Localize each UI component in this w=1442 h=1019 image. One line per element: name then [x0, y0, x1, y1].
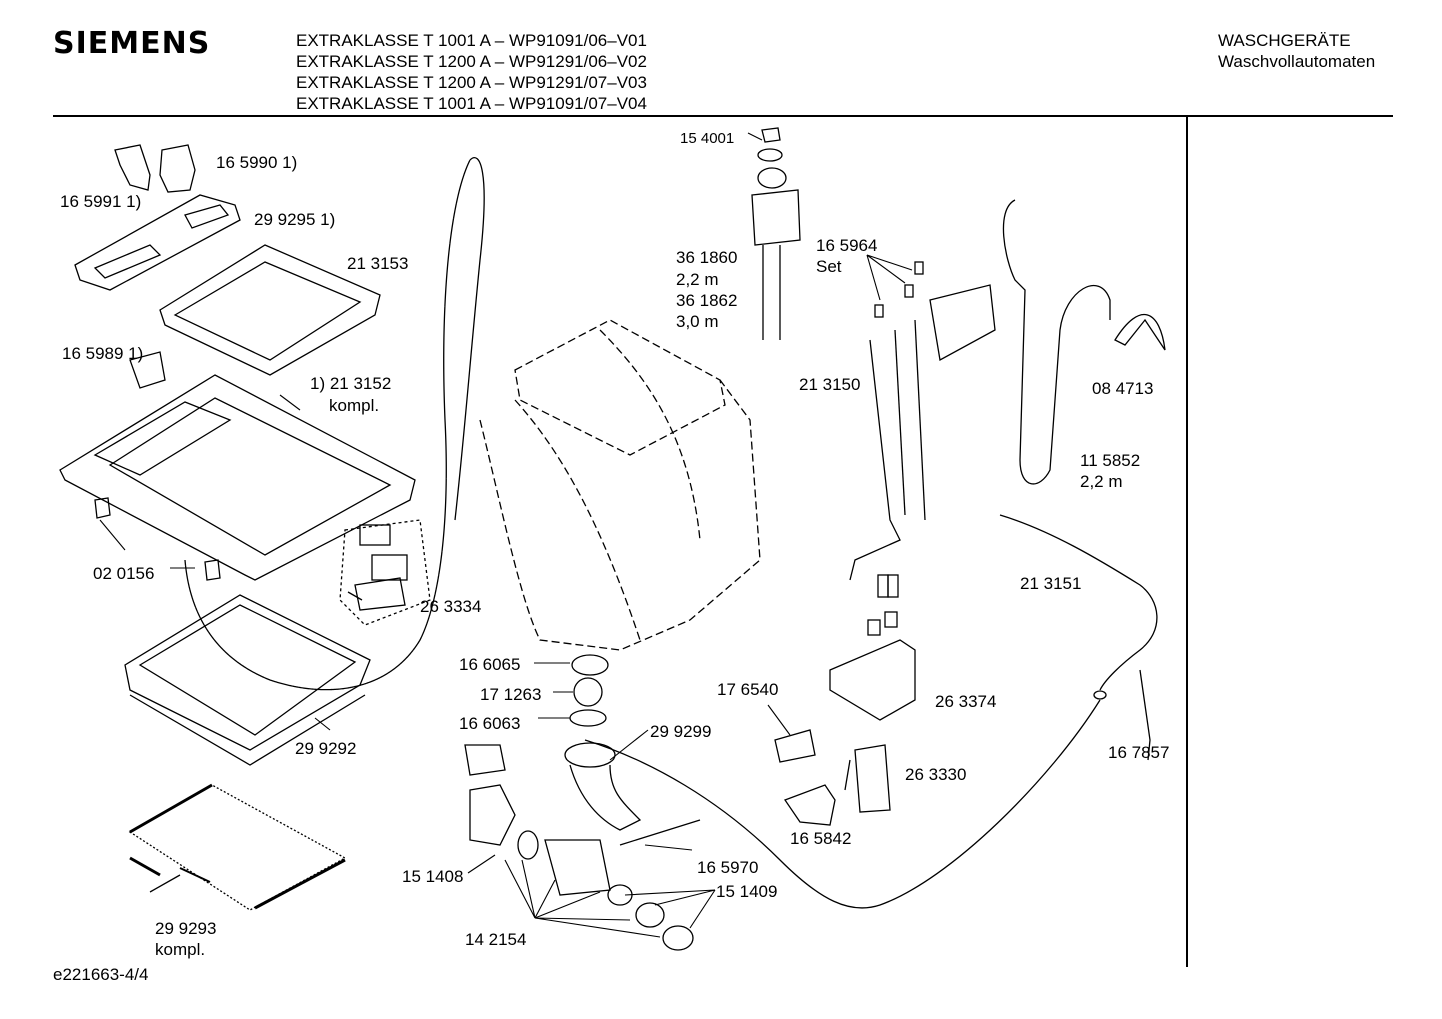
part-label: 36 1862 [676, 291, 738, 310]
header-divider [53, 115, 1393, 117]
assembly-outline-right [454, 157, 485, 521]
part-label: 16 5964 [816, 236, 878, 255]
drawer-handle-part [114, 144, 196, 193]
drawer-basin-part [159, 244, 381, 376]
part-label: kompl. [155, 940, 206, 959]
part-label: 08 4713 [1092, 379, 1154, 398]
part-label: 21 3153 [347, 254, 409, 273]
ball-valve-part [573, 677, 603, 707]
part-label: 21 3150 [799, 375, 861, 394]
model-line: EXTRAKLASSE T 1001 A – WP91091/06–V01 [296, 31, 647, 50]
suppressor-part [783, 784, 836, 826]
bracket-part [774, 729, 816, 763]
part-label: 21 3151 [1020, 574, 1082, 593]
clamp-ring-part [569, 709, 607, 727]
right-margin-divider [1186, 117, 1188, 967]
lid-springs-part [128, 783, 347, 911]
part-label: 2,2 m [676, 270, 719, 289]
part-label: 17 6540 [717, 680, 779, 699]
brand-logo: SIEMENS [53, 26, 211, 61]
hose-route-line [584, 699, 1101, 909]
model-line: EXTRAKLASSE T 1200 A – WP91291/07–V03 [296, 73, 647, 92]
top-frame-part [59, 351, 416, 581]
sump-hose-part [564, 742, 701, 846]
overflow-tube-part [999, 514, 1158, 761]
gasket-ring-part [571, 654, 609, 676]
part-label: kompl. [329, 396, 380, 415]
part-label: 26 3374 [935, 692, 997, 711]
part-label: 16 7857 [1108, 743, 1170, 762]
drain-hose-part [1002, 199, 1166, 485]
model-line: EXTRAKLASSE T 1001 A – WP91091/07–V04 [296, 94, 647, 113]
part-label: 29 9295 1) [254, 210, 336, 229]
part-label: 15 4001 [680, 130, 735, 147]
pressure-switch-part [829, 611, 916, 721]
drawer-insert-part [74, 194, 241, 291]
leader-lines [99, 132, 913, 938]
inlet-valve-tubes-part [849, 261, 996, 598]
part-label: 15 1409 [716, 882, 778, 901]
part-label: 16 6063 [459, 714, 521, 733]
inlet-hose-part [751, 127, 801, 340]
model-list: EXTRAKLASSE T 1001 A – WP91091/06–V01 EX… [296, 30, 647, 114]
part-label: 2,2 m [1080, 472, 1123, 491]
assembly-outline-loop [184, 159, 471, 691]
part-label: 11 5852 [1080, 451, 1141, 470]
filter-rings-part [607, 884, 694, 951]
part-label: 16 5970 [697, 858, 759, 877]
part-label: 14 2154 [465, 930, 527, 949]
part-label: 16 5991 1) [60, 192, 142, 211]
category-title: WASCHGERÄTE [1218, 31, 1351, 50]
model-line: EXTRAKLASSE T 1200 A – WP91291/06–V02 [296, 52, 647, 71]
tub-part [479, 319, 761, 651]
part-label: 15 1408 [402, 867, 464, 886]
part-label: 02 0156 [93, 564, 155, 583]
part-label: 36 1860 [676, 248, 738, 267]
part-label: 26 3334 [420, 597, 482, 616]
part-label: Set [816, 257, 842, 276]
part-label: 29 9299 [650, 722, 712, 741]
part-label: 29 9292 [295, 739, 357, 758]
category-block: WASCHGERÄTE Waschvollautomaten [1218, 30, 1375, 72]
frame-gasket-part [124, 594, 371, 766]
part-label: 16 5842 [790, 829, 852, 848]
part-label: 26 3330 [905, 765, 967, 784]
part-label: 16 6065 [459, 655, 521, 674]
part-label: 1) 21 3152 [310, 374, 392, 393]
valve-part [844, 744, 891, 813]
category-subtitle: Waschvollautomaten [1218, 52, 1376, 71]
part-label: 3,0 m [676, 312, 719, 331]
part-label: 29 9293 [155, 919, 217, 938]
part-label: 16 5989 1) [62, 344, 144, 363]
pump-gasket-part [517, 830, 539, 860]
part-label: 16 5990 1) [216, 153, 298, 172]
door-lock-part [339, 519, 431, 626]
page-reference: e221663-4/4 [53, 965, 149, 984]
part-label: 17 1263 [480, 685, 542, 704]
